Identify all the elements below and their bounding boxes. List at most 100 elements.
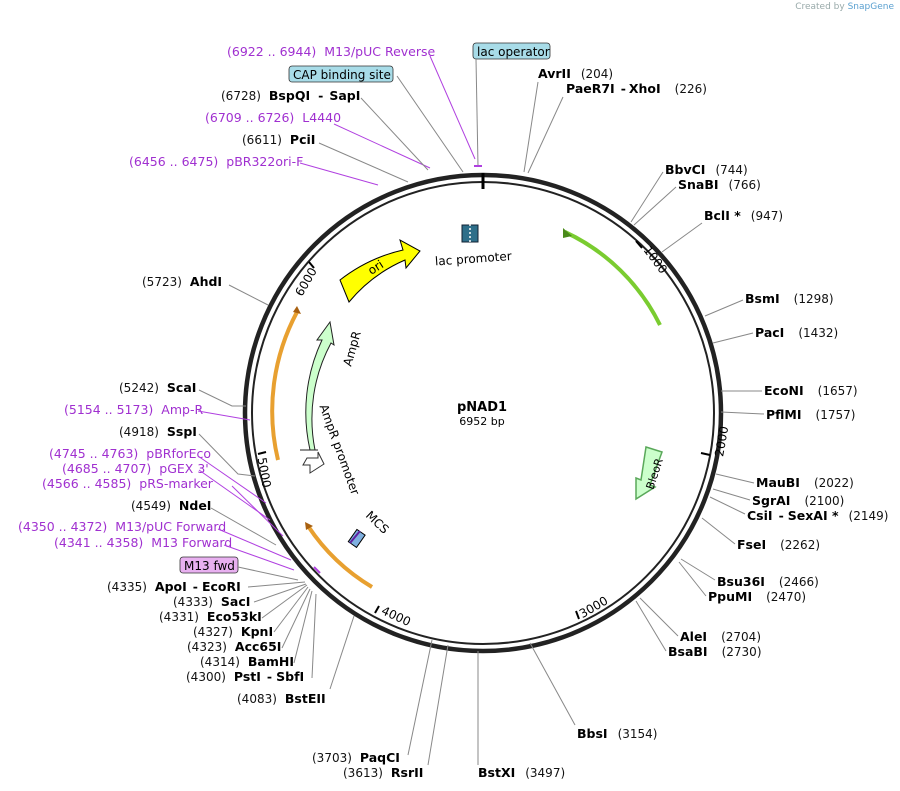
site-sspi-label: SspI — [167, 424, 197, 439]
site-snabi-pos: (766) — [729, 178, 761, 192]
site-ahdi-label: AhdI — [190, 274, 222, 289]
site-bsteii-pos: (4083) — [237, 692, 277, 706]
site-paer7i-xhoi: PaeR7I-XhoI(226) — [566, 81, 707, 96]
primer-prs-marker-leader — [231, 485, 284, 537]
site-pflmi-pos: (1757) — [816, 408, 856, 422]
site-snabi: SnaBI (766) — [678, 177, 761, 192]
site-kpni-label: KpnI — [241, 624, 273, 639]
primer-pgex3-range: (4685 .. 4707) — [62, 461, 151, 476]
site-alei-leader — [639, 597, 679, 637]
site-pflmi-leader — [720, 411, 765, 415]
site-paqci-label: PaqCI — [360, 750, 400, 765]
site-paer7i-dash: - — [621, 81, 626, 96]
site-apoi-dash: - — [193, 579, 198, 594]
tick-5000 — [257, 451, 267, 455]
primer-pgex3: (4685 .. 4707)pGEX 3' — [62, 461, 209, 476]
site-ahdi-leader — [228, 284, 269, 306]
site-apoi-ecori: (4335)ApoI-EcoRI — [107, 579, 241, 594]
site-bspqi-label: BspQI — [269, 88, 310, 103]
site-bbvci-leader — [630, 171, 664, 223]
site-paer7i-pos: (226) — [675, 82, 707, 96]
site-bspqi-sapi: (6728)BspQI-SapI — [221, 88, 360, 103]
site-apoi-pos: (4335) — [107, 580, 147, 594]
site-fsei-label: FseI — [737, 537, 766, 552]
site-bsteii-leader — [329, 615, 355, 690]
site-paer7i-label: PaeR7I — [566, 81, 615, 96]
mcs-primer-mark — [349, 530, 361, 544]
site-bsabi-label: BsaBI — [668, 644, 708, 659]
primer-m13puc-forward-range: (4350 .. 4372) — [18, 519, 107, 534]
site-maubi: MauBI(2022) — [756, 475, 854, 490]
m13-fwd-leader — [237, 566, 299, 581]
site-bbsi: BbsI(3154) — [577, 726, 657, 741]
site-apoi-leader — [247, 581, 306, 588]
feature-ampr-promoter-label: AmpR promoter — [316, 402, 362, 496]
site-sspi-leader — [198, 433, 256, 477]
site-bstxi-pos: (3497) — [525, 766, 565, 780]
site-maubi-pos: (2022) — [814, 476, 854, 490]
feature-orf-bottom-left — [306, 524, 374, 589]
plasmid-name: pNAD1 — [457, 400, 507, 415]
site-acc65i-label: Acc65I — [235, 639, 282, 654]
feature-mcs-label: MCS — [363, 508, 392, 536]
site-kpni: (4327)KpnI — [193, 624, 273, 639]
site-bstxi-label: BstXI — [478, 765, 515, 780]
tick-label-5000: 5000 — [255, 456, 274, 489]
site-pflmi: PflMI(1757) — [766, 407, 855, 422]
primer-prs-marker-range: (4566 .. 4585) — [42, 476, 131, 491]
site-alei: AleI(2704) — [680, 629, 761, 644]
site-ahdi: (5723) AhdI — [142, 274, 222, 289]
site-avrii-pos: (204) — [581, 67, 613, 81]
site-eco53ki-pos: (4331) — [159, 610, 199, 624]
site-bspqi-leader — [360, 97, 429, 171]
site-sgrai-leader — [712, 488, 751, 501]
site-paqci-leader — [407, 639, 433, 756]
site-avrii: AvrII(204) — [538, 66, 613, 81]
site-scai-pos: (5242) — [119, 381, 159, 395]
site-bamhi-pos: (4314) — [200, 655, 240, 669]
site-csii-label: CsiI — [747, 508, 773, 523]
site-scai-leader — [198, 389, 246, 407]
feature-ampr-label: AmpR — [340, 329, 363, 367]
primer-m13puc-forward: (4350 .. 4372)M13/pUC Forward — [18, 519, 226, 534]
site-ahdi-pos: (5723) — [142, 275, 182, 289]
site-fsei-pos: (2262) — [780, 538, 820, 552]
primer-m13puc-reverse-range: (6922 .. 6944) — [227, 44, 316, 59]
site-scai-label: ScaI — [167, 380, 197, 395]
site-sapi-label: SapI — [329, 88, 360, 103]
site-ecori-label: EcoRI — [202, 579, 241, 594]
primer-prs-marker: (4566 .. 4585)pRS-marker — [42, 476, 214, 491]
primer-pbr322ori-f-name: pBR322ori-F — [226, 154, 303, 169]
site-bsmi-pos: (1298) — [794, 292, 834, 306]
site-csii-dash: - — [779, 508, 784, 523]
primer-m13puc-reverse: (6922 .. 6944)M13/pUC Reverse — [227, 44, 436, 59]
site-bsabi-leader — [635, 600, 667, 652]
site-avrii-leader — [523, 81, 539, 173]
primer-amp-r-range: (5154 .. 5173) — [64, 402, 153, 417]
site-paer7i-leader — [527, 96, 564, 174]
tick-6000 — [308, 261, 315, 269]
site-bbvci-pos: (744) — [715, 163, 747, 177]
site-bcli-pos: (947) — [751, 209, 783, 223]
site-snabi-leader — [633, 186, 677, 226]
tick-1000 — [635, 240, 643, 249]
site-paqci-pos: (3703) — [312, 751, 352, 765]
feature-ori — [339, 238, 421, 303]
site-rsrii: (3613)RsrII — [343, 765, 423, 780]
site-maubi-leader — [715, 473, 755, 484]
primer-pbrforeco-leader — [197, 455, 267, 504]
site-snabi-label: SnaBI — [678, 177, 719, 192]
primer-l4440: (6709 .. 6726)L4440 — [205, 110, 341, 125]
tick-label-2000: 2000 — [712, 425, 731, 458]
primer-pbr322ori-f: (6456 .. 6475)pBR322ori-F — [129, 154, 303, 169]
lac-operator-leader — [475, 58, 479, 167]
site-paci-leader — [712, 332, 754, 344]
site-sgrai-pos: (2100) — [804, 494, 844, 508]
site-eco53ki-label: Eco53kI — [207, 609, 262, 624]
feature-ampr-promoter — [302, 451, 325, 474]
primer-pbrforeco-name: pBRforEco — [146, 446, 211, 461]
site-pcii-leader — [318, 142, 409, 183]
lac-operator-box — [472, 42, 551, 60]
site-eco53ki-leader — [261, 584, 308, 619]
tick-2000 — [700, 452, 711, 456]
